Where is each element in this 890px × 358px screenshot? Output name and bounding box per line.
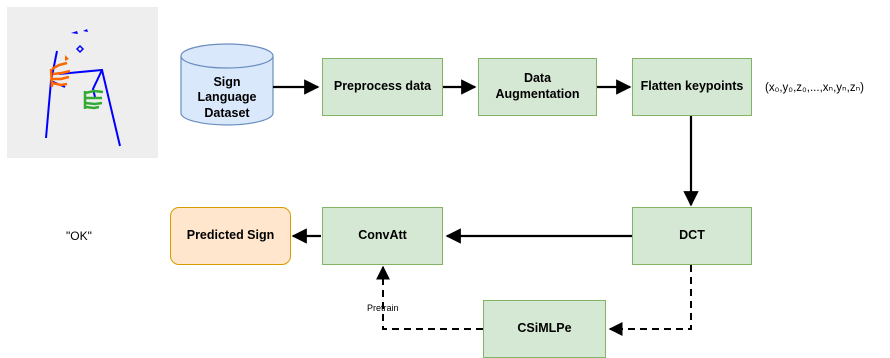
keypoint-vector-label: (x₀,y₀,z₀,...,xₙ,yₙ,zₙ) — [765, 82, 864, 94]
dct-node: DCT — [632, 207, 752, 265]
arrow-dct-csimlpe — [608, 265, 692, 336]
pretrain-label: Pretrain — [367, 303, 399, 313]
dataset-cylinder — [180, 43, 274, 126]
dataset-node: Sign Language Dataset — [197, 74, 257, 120]
convatt-node: ConvAtt — [322, 207, 443, 265]
output-example-label: "OK" — [66, 229, 92, 243]
predicted-sign-node: Predicted Sign — [170, 207, 291, 265]
flatten-node: Flatten keypoints — [632, 58, 752, 116]
skeleton-icon — [45, 29, 121, 147]
augmentation-node: Data Augmentation — [478, 58, 597, 116]
skeleton-pose-image — [7, 7, 158, 158]
preprocess-node: Preprocess data — [322, 58, 443, 116]
csimlpe-node: CSiMLPe — [483, 300, 606, 358]
arrow-csimlpe-convatt — [376, 265, 483, 330]
